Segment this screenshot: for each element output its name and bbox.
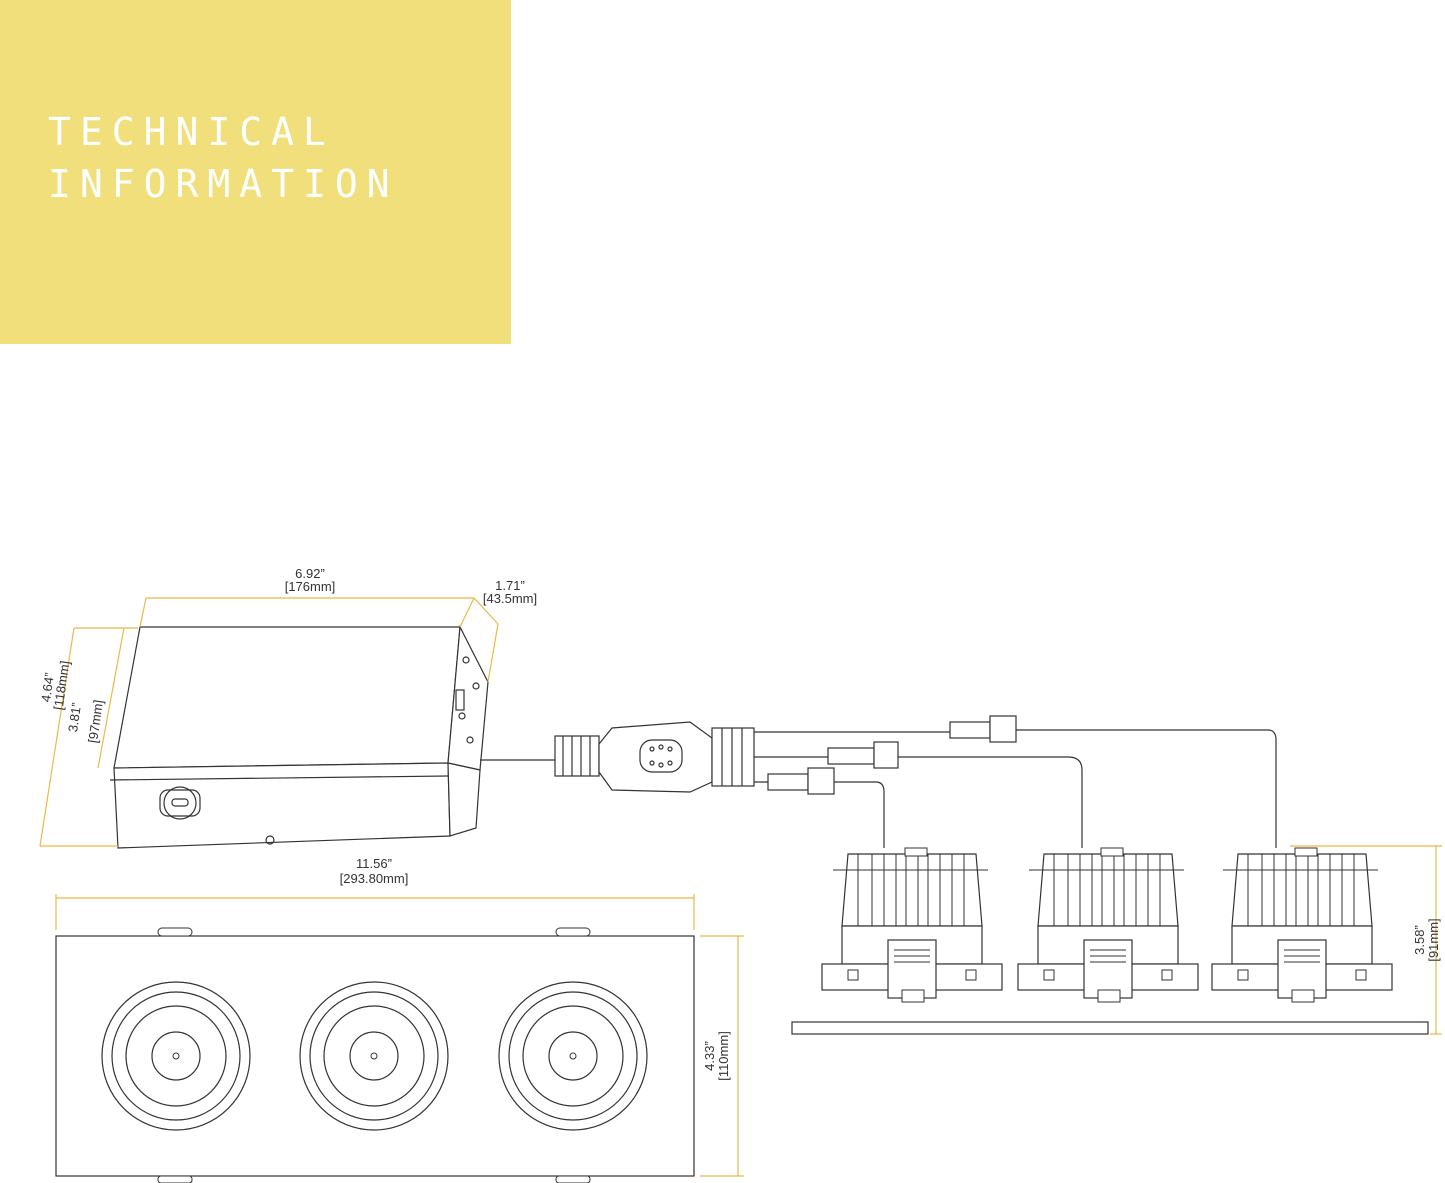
driver-length-label: 6.92” bbox=[295, 566, 325, 581]
fixture-side-view bbox=[791, 847, 1429, 1035]
driver-height-mm-label: [43.5mm] bbox=[483, 591, 537, 606]
driver-depth-label: 4.64” bbox=[38, 672, 57, 703]
housing-width-mm-label: [110mm] bbox=[716, 1031, 731, 1081]
fixture-height-label: 3.58” bbox=[1412, 925, 1427, 955]
housing-width-label: 4.33” bbox=[702, 1041, 717, 1071]
housing-top-view bbox=[55, 927, 695, 1183]
header-title-line2: INFORMATION bbox=[48, 162, 399, 206]
housing-length-label: 11.56” bbox=[356, 856, 392, 871]
driver-box-drawing bbox=[109, 624, 555, 849]
fixture-height-mm-label: [91mm] bbox=[1426, 918, 1441, 961]
driver-width-mm-label: [97mm] bbox=[85, 699, 106, 744]
header-title-line1: TECHNICAL bbox=[48, 110, 335, 154]
dimension-lines bbox=[39, 597, 1442, 1177]
header-banner: TECHNICAL INFORMATION bbox=[0, 0, 511, 344]
driver-length-mm-label: [176mm] bbox=[285, 579, 336, 594]
driver-width-label: 3.81” bbox=[65, 702, 84, 733]
connector-harness bbox=[554, 715, 1277, 848]
driver-height-label: 1.71” bbox=[495, 578, 525, 593]
housing-length-mm-label: [293.80mm] bbox=[340, 871, 409, 886]
dimension-labels: 6.92” [176mm] 1.71” [43.5mm] 4.64” [118m… bbox=[38, 566, 1441, 1081]
driver-depth-mm-label: [118mm] bbox=[51, 660, 73, 711]
